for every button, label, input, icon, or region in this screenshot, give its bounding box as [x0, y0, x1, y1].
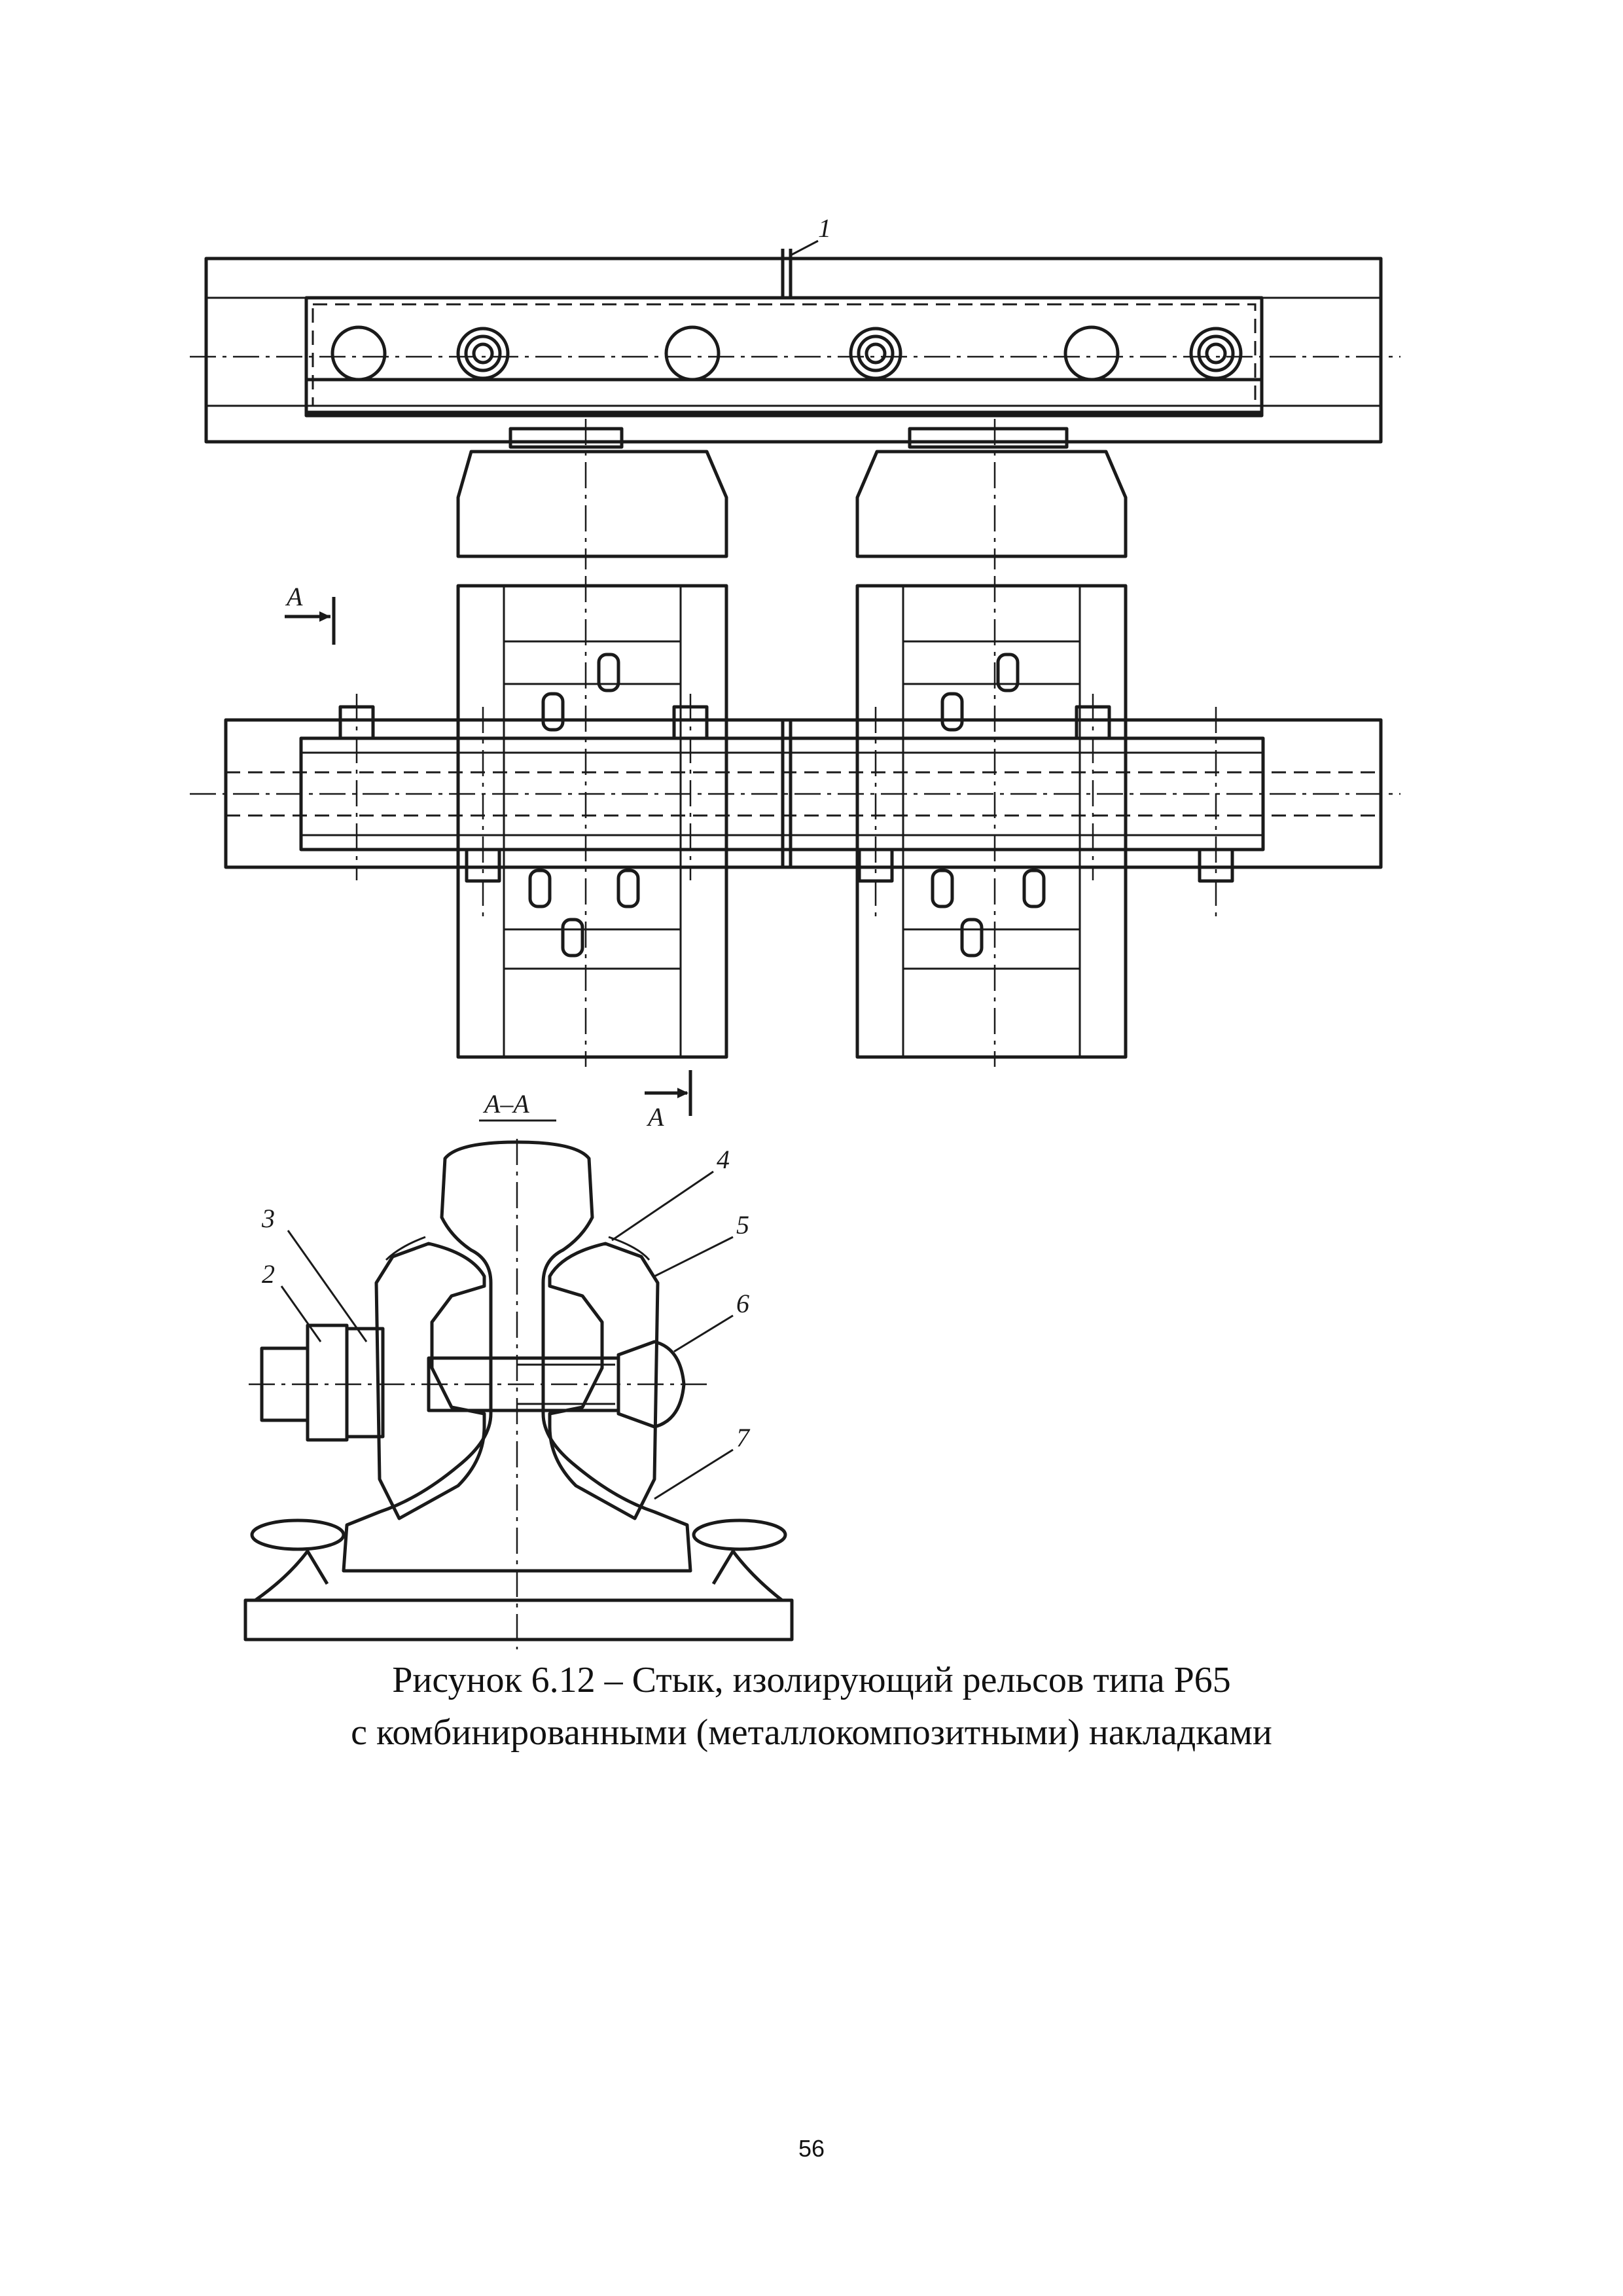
rail-profile: [342, 1140, 692, 1573]
fishplate-side: [304, 296, 1264, 414]
section-title: A–A: [482, 1089, 529, 1119]
figure-caption-line-2: с комбинированными (металлокомпозитными)…: [351, 1712, 1272, 1753]
callout-leaders: [280, 1170, 734, 1500]
callout-6: 6: [736, 1289, 749, 1318]
rail-clip-right: [692, 1518, 787, 1551]
callout-2: 2: [262, 1259, 275, 1289]
figure-caption-line-1: Рисунок 6.12 – Стык, изолирующий рельсов…: [392, 1660, 1231, 1700]
callout-5: 5: [736, 1210, 749, 1240]
rail-side-outline: [204, 257, 1383, 444]
cross-section-a-a: A–A: [243, 1089, 794, 1649]
tie-plate: [243, 1598, 794, 1641]
side-elevation-view: 1: [190, 213, 1400, 569]
plan-view: A: [190, 576, 1400, 1132]
sleeper-left-section: [456, 419, 728, 569]
page-number: 56: [798, 2135, 825, 2162]
callout-7: 7: [736, 1423, 751, 1452]
fishplate-left: [374, 1242, 486, 1520]
callout-4: 4: [717, 1145, 730, 1174]
section-mark-top: A: [285, 582, 303, 611]
bolt-row-side: [330, 325, 1243, 382]
sleeper-right-section: [855, 419, 1128, 569]
fishplate-right: [548, 1242, 660, 1520]
callout-3: 3: [261, 1204, 275, 1233]
rail-clip-left: [250, 1518, 346, 1551]
bolt-row-plan: [338, 694, 1234, 916]
joint-bolt: [249, 1323, 713, 1442]
callout-1: 1: [818, 213, 831, 243]
sleeper-left-plan: [456, 576, 728, 1067]
section-mark-bottom: A: [646, 1102, 664, 1132]
sleeper-right-plan: [855, 576, 1128, 1067]
